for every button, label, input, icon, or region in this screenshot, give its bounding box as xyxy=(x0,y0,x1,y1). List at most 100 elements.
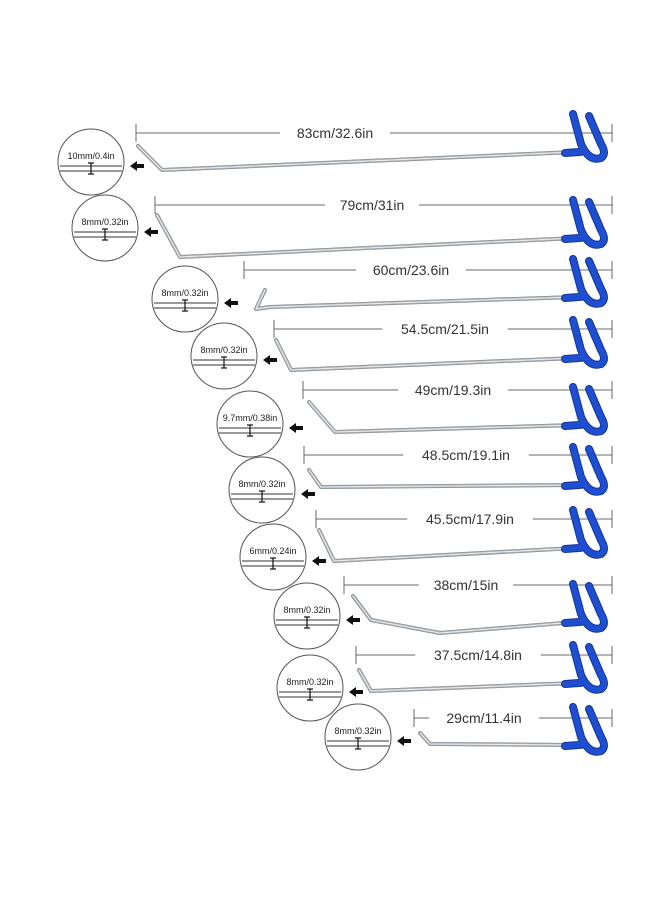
length-label: 29cm/11.4in xyxy=(446,710,521,726)
magnifier-circle xyxy=(71,194,139,262)
pointer-arrow-icon xyxy=(312,556,326,566)
handle-grip xyxy=(562,384,607,435)
length-dimension: 49cm/19.3in xyxy=(302,381,613,399)
length-dimension: 29cm/11.4in xyxy=(413,709,613,727)
handle-grip xyxy=(562,444,607,495)
length-dimension: 48.5cm/19.1in xyxy=(303,446,613,464)
diameter-magnifier-icon: 8mm/0.32in xyxy=(190,322,258,390)
rod-shaft-shadow xyxy=(136,144,577,172)
length-dimension: 79cm/31in xyxy=(154,196,613,214)
magnifier-circle xyxy=(190,322,258,390)
pointer-arrow-icon xyxy=(349,687,363,697)
magnifier-circle xyxy=(228,456,296,524)
rod xyxy=(155,196,608,259)
rod-shaft-highlight xyxy=(352,595,576,634)
rod-shaft-highlight xyxy=(358,669,576,692)
handle-grip xyxy=(562,111,607,162)
length-label: 45.5cm/17.9in xyxy=(426,511,514,527)
diameter-label: 8mm/0.32in xyxy=(81,217,128,227)
handle-grip xyxy=(562,704,607,755)
length-label: 54.5cm/21.5in xyxy=(401,321,489,337)
tool-row: 29cm/11.4in 8mm/0.32in xyxy=(324,703,613,771)
pointer-arrow-icon xyxy=(346,615,360,625)
magnifier-circle xyxy=(57,128,125,196)
length-label: 49cm/19.3in xyxy=(415,382,491,398)
rod-shaft xyxy=(155,213,577,259)
diameter-label: 8mm/0.32in xyxy=(286,677,333,687)
magnifier-circle xyxy=(276,654,344,722)
pointer-arrow-icon xyxy=(289,423,303,433)
rod-shaft-highlight xyxy=(419,732,576,746)
rod xyxy=(136,110,608,172)
rod-shaft-highlight xyxy=(318,529,576,562)
rod xyxy=(357,641,608,694)
handle-grip xyxy=(562,642,607,693)
magnifier-circle xyxy=(216,390,284,458)
rod-shaft-shadow xyxy=(351,594,577,635)
tool-row: 48.5cm/19.1in 8mm/0.32in xyxy=(228,443,613,524)
tool-row: 38cm/15in 8mm/0.32in xyxy=(273,576,613,650)
tool-row: 79cm/31in 8mm/0.32in xyxy=(71,194,613,262)
diameter-label: 8mm/0.32in xyxy=(283,605,330,615)
diameter-magnifier-icon: 8mm/0.32in xyxy=(151,265,219,333)
diameter-magnifier-icon: 9.7mm/0.38in xyxy=(216,390,284,458)
handle-grip xyxy=(562,197,607,248)
pointer-arrow-icon xyxy=(224,298,238,308)
rod xyxy=(307,383,608,436)
tool-row: 60cm/23.6in 8mm/0.32in xyxy=(151,255,613,333)
pointer-arrow-icon xyxy=(397,736,411,746)
diameter-magnifier-icon: 8mm/0.32in xyxy=(273,582,341,650)
length-dimension: 38cm/15in xyxy=(343,576,613,594)
pointer-arrow-icon xyxy=(144,227,158,237)
rod xyxy=(418,703,608,756)
pointer-arrow-icon xyxy=(130,161,144,171)
diameter-label: 10mm/0.4in xyxy=(67,151,114,161)
length-dimension: 54.5cm/21.5in xyxy=(273,320,613,338)
pointer-arrow-icon xyxy=(301,489,315,499)
handle-grip xyxy=(562,256,607,307)
diameter-label: 8mm/0.32in xyxy=(238,479,285,489)
length-label: 60cm/23.6in xyxy=(373,262,449,278)
length-dimension: 83cm/32.6in xyxy=(135,124,613,142)
length-dimension: 45.5cm/17.9in xyxy=(315,510,613,528)
rod xyxy=(307,443,608,496)
diameter-magnifier-icon: 10mm/0.4in xyxy=(57,128,125,196)
diameter-label: 8mm/0.32in xyxy=(161,288,208,298)
diameter-label: 8mm/0.32in xyxy=(334,726,381,736)
magnifier-circle xyxy=(324,703,392,771)
diameter-magnifier-icon: 8mm/0.32in xyxy=(71,194,139,262)
diameter-label: 6mm/0.24in xyxy=(249,546,296,556)
diameter-label: 8mm/0.32in xyxy=(200,345,247,355)
tool-row: 54.5cm/21.5in 8mm/0.32in xyxy=(190,316,613,390)
tool-row: 45.5cm/17.9in 6mm/0.24in xyxy=(239,506,613,591)
length-label: 37.5cm/14.8in xyxy=(434,647,522,663)
diameter-magnifier-icon: 6mm/0.24in xyxy=(239,523,307,591)
length-dimension: 37.5cm/14.8in xyxy=(355,646,613,664)
diameter-magnifier-icon: 8mm/0.32in xyxy=(276,654,344,722)
rod xyxy=(254,255,608,311)
length-label: 38cm/15in xyxy=(434,577,499,593)
diameter-magnifier-icon: 8mm/0.32in xyxy=(324,703,392,771)
diameter-magnifier-icon: 8mm/0.32in xyxy=(228,456,296,524)
tool-row: 49cm/19.3in 9.7mm/0.38in xyxy=(216,381,613,458)
rod-shaft-highlight xyxy=(275,339,576,371)
rod-shaft-highlight xyxy=(308,469,576,488)
magnifier-circle xyxy=(273,582,341,650)
length-dimension: 60cm/23.6in xyxy=(243,261,613,279)
rod xyxy=(317,506,608,563)
length-label: 79cm/31in xyxy=(340,197,405,213)
length-label: 83cm/32.6in xyxy=(297,125,373,141)
rod-shaft-highlight xyxy=(137,145,576,171)
rod-shaft xyxy=(274,338,577,372)
handle-grip xyxy=(562,317,607,368)
rod-shaft xyxy=(317,528,577,563)
handle-grip xyxy=(562,581,607,632)
rod xyxy=(351,580,608,635)
rod-shaft xyxy=(357,668,577,693)
magnifier-circle xyxy=(151,265,219,333)
handle-grip xyxy=(562,507,607,558)
length-label: 48.5cm/19.1in xyxy=(422,447,510,463)
magnifier-circle xyxy=(239,523,307,591)
rod-shaft xyxy=(307,400,577,434)
rod xyxy=(274,316,608,372)
